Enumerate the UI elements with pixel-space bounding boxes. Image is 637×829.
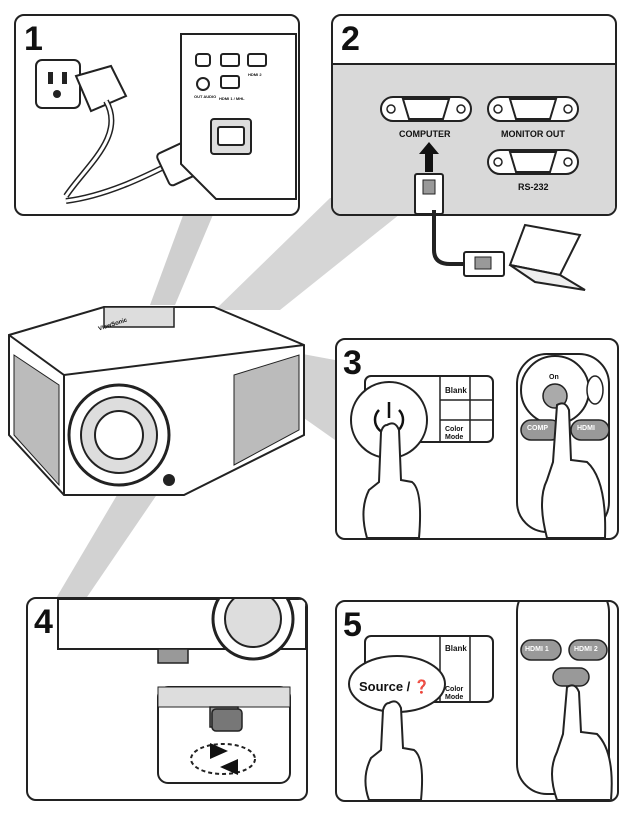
vga-port-monitor-icon — [487, 96, 579, 122]
keypad-blank-label: Blank — [445, 386, 467, 395]
power-plug-icon — [63, 64, 128, 198]
keypad-color-mode-label: Color Mode — [445, 426, 464, 441]
port-label-hdmi2: HDMI 2 — [248, 72, 262, 77]
rotate-arrows-icon — [190, 743, 256, 775]
hand-pointer-icon — [362, 422, 422, 538]
remote-hdmi2-label: HDMI 2 — [574, 646, 598, 653]
focus-detail-box — [157, 686, 291, 784]
remote-on-label: On — [549, 374, 559, 381]
port-label-computer: COMPUTER — [399, 129, 451, 139]
projector-icon — [8, 306, 305, 496]
step-1-number: 1 — [24, 20, 43, 58]
hand-pointer-remote-icon-5 — [551, 684, 613, 800]
port-label-monitor-out: MONITOR OUT — [501, 129, 565, 139]
vga-port-computer-icon — [380, 96, 472, 122]
focus-ring-icon — [211, 708, 243, 732]
hand-pointer-remote-icon — [541, 402, 607, 538]
projector-rear-panel — [180, 33, 297, 200]
remote-hdmi1-label: HDMI 1 — [525, 646, 549, 653]
step-5-number: 5 — [343, 606, 362, 644]
step-2-number: 2 — [341, 20, 360, 58]
step-5-panel: 5 Blank Color Mode Source / ❓ HDMI 1 HDM… — [335, 600, 619, 802]
step-4-panel: 4 — [26, 597, 308, 801]
keypad-blank-label-5: Blank — [445, 644, 467, 653]
projector-underside-icon — [57, 599, 306, 664]
rs232-port-icon — [487, 149, 579, 175]
step-2-panel: 2 COMPUTER MONITOR OUT RS-232 — [331, 14, 617, 216]
step-4-number: 4 — [34, 603, 53, 641]
vga-cable-icon — [432, 210, 505, 277]
port-label-hdmi1: HDMI 1 / MHL — [219, 96, 245, 101]
laptop-icon — [508, 223, 586, 291]
port-label-out-audio: OUT AUDIO — [194, 94, 217, 99]
step-1-panel: 1 OUT AUDIO HDMI 1 / MHL HDMI 2 — [14, 14, 300, 216]
port-panel-background — [333, 63, 615, 214]
remote-hdmi-label: HDMI — [577, 425, 595, 432]
step-3-panel: 3 Blank Color Mode On COMP HDMI — [335, 338, 619, 540]
keypad-color-mode-label-5: Color Mode — [445, 686, 464, 701]
up-arrow-icon — [419, 142, 439, 172]
remote-comp-label: COMP — [527, 425, 548, 432]
step-3-number: 3 — [343, 344, 362, 382]
hand-pointer-icon-5 — [364, 700, 424, 800]
keypad-source-label: Source / ❓ — [359, 679, 431, 694]
port-label-rs232: RS-232 — [518, 182, 549, 192]
vga-cable-plug-icon — [414, 173, 444, 214]
